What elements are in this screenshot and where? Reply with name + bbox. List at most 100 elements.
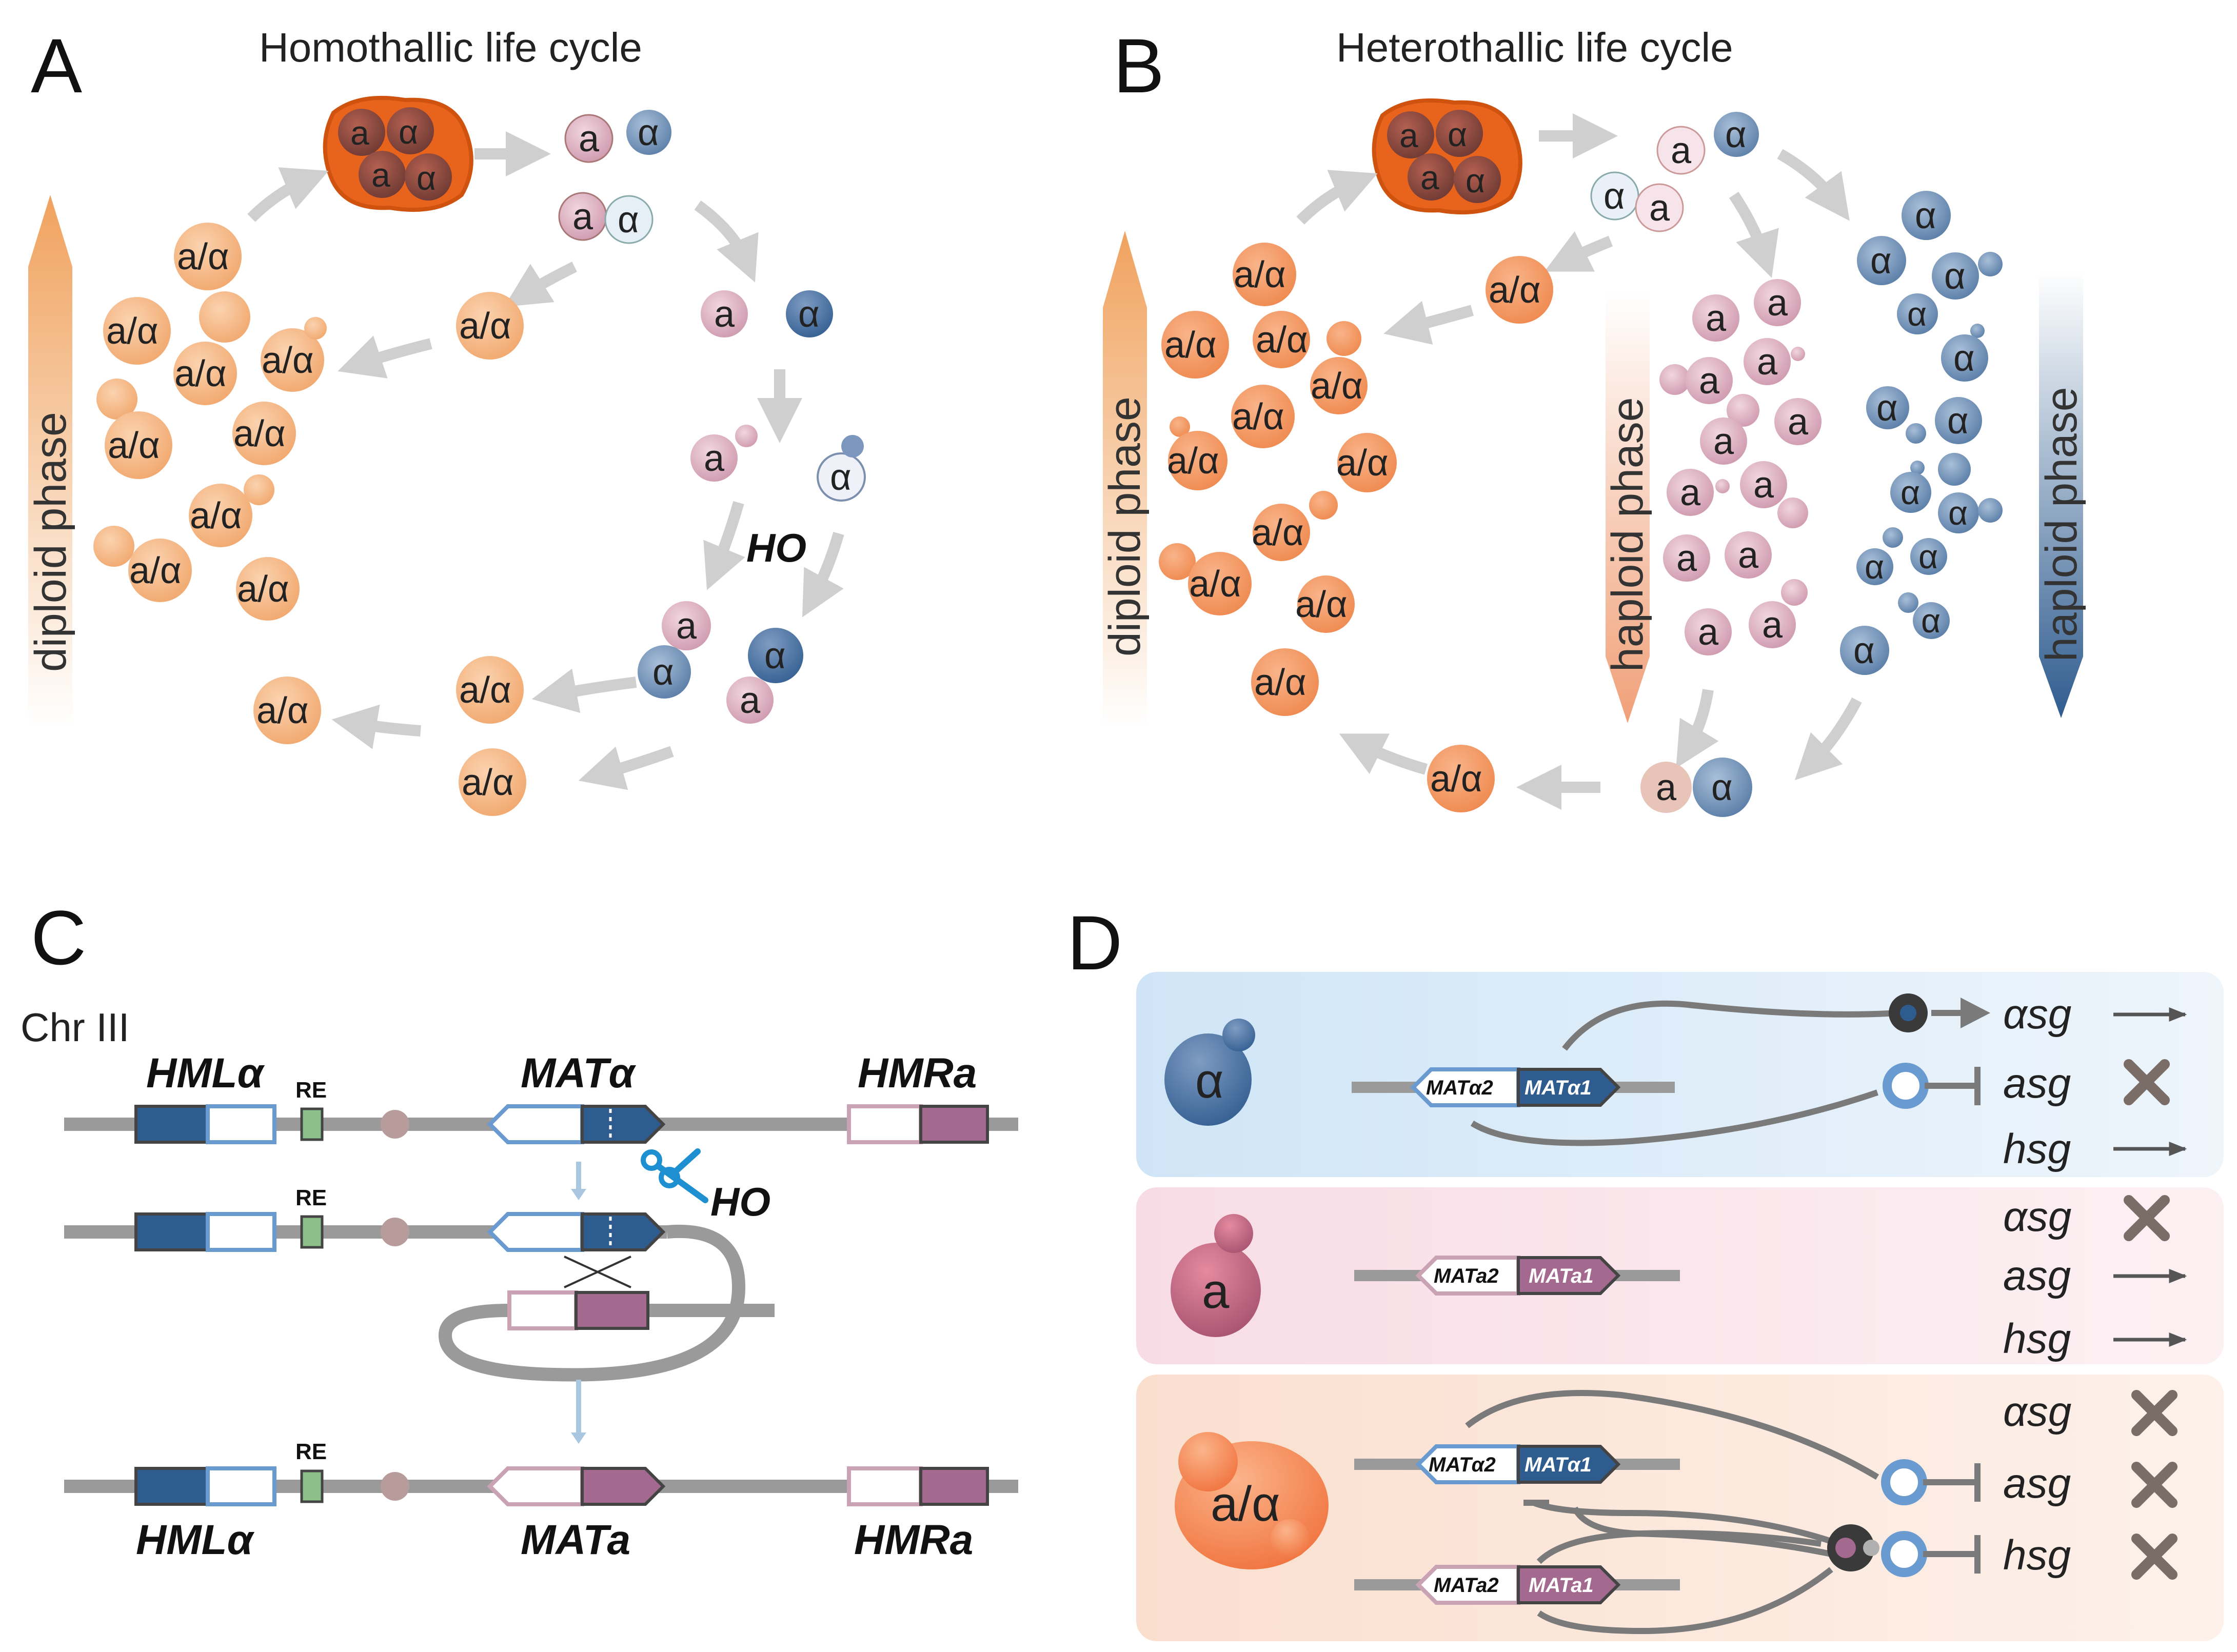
repressed-x-icon bbox=[2131, 1534, 2177, 1580]
target-a-sg: asg bbox=[2003, 1460, 2071, 1507]
cell-a-label: a bbox=[1680, 472, 1701, 513]
spore-label: a bbox=[371, 156, 390, 194]
cell-a-label: a bbox=[572, 196, 593, 237]
target-a-sg: asg bbox=[2003, 1060, 2071, 1107]
cell-alpha-label: α bbox=[1603, 176, 1625, 217]
cell-alpha-label: α bbox=[1907, 295, 1927, 333]
diploid-label: a/α bbox=[1311, 366, 1363, 407]
re-label: RE bbox=[295, 1078, 327, 1103]
diploid-label: a/α bbox=[1295, 584, 1348, 625]
gene-mat-a2: MATa2 bbox=[1434, 1265, 1499, 1287]
cell-a-label: a bbox=[1676, 538, 1697, 579]
repressed-x-icon bbox=[2124, 1059, 2170, 1105]
diploid-cells-b: a/α a/α a/α a/α a/α a/α a/α a/α a/α a/α … bbox=[1159, 243, 1553, 812]
diploid-cells-a: a/α a/α a/α a/α a/α a/α a/α a/α a/α a/α bbox=[93, 223, 526, 816]
row-alpha: α MATα2 MATα1 αsg asg hsg bbox=[1136, 972, 2224, 1177]
gene-mat-a2: MATa2 bbox=[1434, 1574, 1499, 1597]
cell-alpha-label: α bbox=[1947, 401, 1969, 442]
spore-label: α bbox=[399, 113, 418, 151]
cell-alpha-label: α bbox=[1953, 338, 1975, 379]
spore-label: α bbox=[417, 159, 436, 197]
haploid-a-population: a a a a a a a a a a a a bbox=[1659, 279, 1822, 655]
cell-a-label: a bbox=[1753, 465, 1774, 506]
panel-b-title: Heterothallic life cycle bbox=[1336, 25, 1733, 70]
gene-mat-alpha1: MATα1 bbox=[1525, 1077, 1592, 1099]
diploid-label: a/α bbox=[1489, 270, 1541, 311]
diploid-label: a/α bbox=[129, 550, 182, 591]
gene-mat-alpha1: MATα1 bbox=[1525, 1454, 1592, 1476]
target-h-sg: hsg bbox=[2003, 1126, 2071, 1172]
diploid-label: a/α bbox=[237, 569, 289, 610]
diploid-label: a/α bbox=[106, 311, 159, 352]
diploid-label: a/α bbox=[459, 670, 511, 711]
cell-alpha-label: α bbox=[638, 112, 659, 153]
diploid-label: a/α bbox=[256, 690, 309, 731]
cell-alpha-label: α bbox=[1870, 241, 1892, 282]
diploid-label: a/α bbox=[1336, 443, 1389, 484]
diploid-label: a/α bbox=[174, 353, 227, 394]
cell-a-label: a bbox=[1788, 402, 1809, 443]
cell-alpha-label: α bbox=[1944, 256, 1966, 297]
chr-row-2: RE bbox=[64, 1185, 775, 1382]
cell-a-label: a bbox=[1649, 188, 1670, 229]
cell-alpha-type: α bbox=[1195, 1053, 1224, 1108]
diploid-label: a/α bbox=[177, 236, 229, 277]
diploid-label: a/α bbox=[1234, 254, 1286, 295]
target-a-sg: asg bbox=[2003, 1252, 2071, 1299]
row-a: a MATa2 MATa1 αsg asg hsg bbox=[1136, 1187, 2224, 1364]
cycle-arrows bbox=[247, 131, 844, 790]
cell-a-label: a bbox=[1671, 130, 1692, 171]
diploid-label: a/α bbox=[108, 425, 160, 466]
re-label: RE bbox=[295, 1439, 327, 1464]
scissors-icon bbox=[641, 1148, 708, 1203]
cell-a-label: a bbox=[740, 680, 761, 721]
diploid-label: a/α bbox=[1430, 759, 1482, 800]
diploid-label: a/α bbox=[462, 762, 514, 803]
cell-alpha-label: α bbox=[1865, 548, 1884, 586]
diploid-phase-label: diploid phase bbox=[26, 412, 75, 672]
diploid-label: a/α bbox=[459, 306, 511, 347]
cell-alpha-label: α bbox=[1921, 602, 1941, 640]
target-alpha-sg: αsg bbox=[2003, 991, 2071, 1038]
hml-alpha-label: HMLα bbox=[146, 1050, 265, 1097]
spore-label: a bbox=[1399, 116, 1418, 154]
mating-pair-b: a α bbox=[1640, 758, 1752, 817]
cell-a-label: a bbox=[1762, 605, 1783, 646]
cell-a-label: a bbox=[1698, 612, 1719, 653]
haploid-cells-b: a α α a bbox=[1590, 110, 1761, 232]
diploid-label: a/α bbox=[1252, 512, 1304, 553]
diploid-label: a/α bbox=[1189, 564, 1241, 605]
diploid-phase-label-b: diploid phase bbox=[1100, 396, 1150, 656]
cell-alpha-label: α bbox=[1915, 195, 1936, 236]
cell-a-label: a bbox=[1699, 361, 1720, 402]
mat-a-label: MATa bbox=[521, 1517, 630, 1563]
hmr-a-label-bottom: HMRa bbox=[854, 1517, 973, 1563]
spore-label: α bbox=[1466, 162, 1485, 200]
repressed-x-icon bbox=[2131, 1390, 2177, 1436]
gene-mat-alpha2: MATα2 bbox=[1429, 1454, 1496, 1476]
cell-a-label: a bbox=[1757, 342, 1778, 383]
diploid-label: a/α bbox=[233, 413, 286, 454]
ascus-b: a α a α bbox=[1372, 98, 1522, 215]
haploid-cells-a: a α a α a α a α HO a α α a bbox=[558, 108, 866, 724]
panel-a-title: Homothallic life cycle bbox=[259, 25, 642, 70]
diploid-label: a/α bbox=[262, 340, 314, 381]
cell-a-label: a bbox=[1767, 283, 1788, 324]
target-alpha-sg: αsg bbox=[2003, 1388, 2071, 1435]
ho-label-c: HO bbox=[710, 1179, 770, 1224]
panel-c: C Chr III HMLα RE MATα HMRa HO bbox=[21, 894, 1018, 1563]
mat-alpha-label: MATα bbox=[521, 1050, 637, 1097]
panel-a: A Homothallic life cycle diploid phase a… bbox=[26, 23, 866, 816]
gene-mat-alpha2: MATα2 bbox=[1426, 1077, 1493, 1099]
gene-mat-a1: MATa1 bbox=[1529, 1574, 1594, 1597]
panel-d: D α MATα2 MATα1 αsg asg hsg bbox=[1067, 900, 2224, 1641]
target-alpha-sg: αsg bbox=[2003, 1193, 2071, 1240]
chr-row-1: HMLα RE MATα HMRa bbox=[64, 1050, 1018, 1144]
target-h-sg: hsg bbox=[2003, 1316, 2071, 1362]
cell-alpha-label: α bbox=[1901, 473, 1920, 511]
cell-alpha-label: α bbox=[618, 200, 639, 241]
cell-alpha-label: α bbox=[1948, 494, 1968, 532]
panel-a-letter: A bbox=[31, 23, 82, 109]
cell-a-label: a bbox=[1738, 535, 1759, 576]
